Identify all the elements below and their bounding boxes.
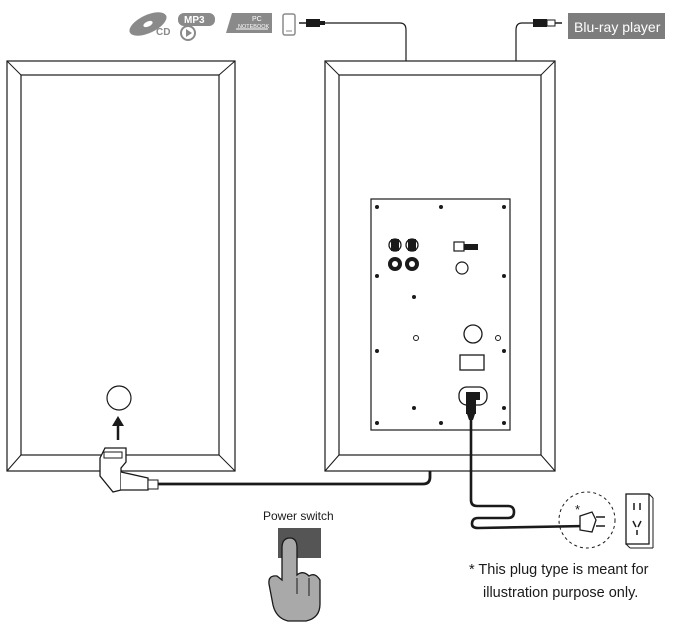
pc-label: PC <box>252 16 262 23</box>
mp3-label: MP3 <box>184 15 205 26</box>
pressing-hand-icon <box>268 537 321 622</box>
power-switch-label: Power switch <box>263 509 334 523</box>
rca-input-jacks <box>388 238 419 252</box>
power-switch[interactable] <box>459 354 485 371</box>
pc-notebook-icon: PC NOTEBOOK <box>226 13 272 33</box>
speaker-link-socket <box>463 324 483 344</box>
hand-finger-lines <box>296 578 310 596</box>
footnote-line-2: illustration purpose only. <box>483 585 638 601</box>
rear-panel <box>370 198 511 431</box>
panel-screws <box>375 205 506 425</box>
power-cord <box>469 420 586 530</box>
notebook-label: NOTEBOOK <box>238 24 270 30</box>
mp3-player-icon: MP3 <box>178 13 215 41</box>
cd-icon: CD <box>129 12 170 38</box>
optical-input-jack <box>453 241 478 252</box>
speaker-cable-connector-icon <box>99 447 159 493</box>
bluray-label: Blu-ray player <box>574 19 661 35</box>
power-cord-plug-icon <box>466 398 476 420</box>
aux-knob <box>455 261 469 275</box>
bluray-badge: Blu-ray player <box>568 13 665 39</box>
plug-footnote-mark: * <box>575 502 580 517</box>
wall-plug-icon: * <box>558 491 616 549</box>
insert-arrow-icon <box>112 416 124 440</box>
speaker-output-terminals <box>388 257 419 271</box>
aux-jack-icon <box>299 19 325 27</box>
smartphone-icon <box>282 13 296 36</box>
optical-connector-icon <box>533 19 562 27</box>
wall-outlet-icon <box>625 493 654 549</box>
passive-speaker-input <box>106 385 132 411</box>
footnote-line-1: * This plug type is meant for <box>469 562 649 578</box>
cd-label: CD <box>156 27 170 38</box>
